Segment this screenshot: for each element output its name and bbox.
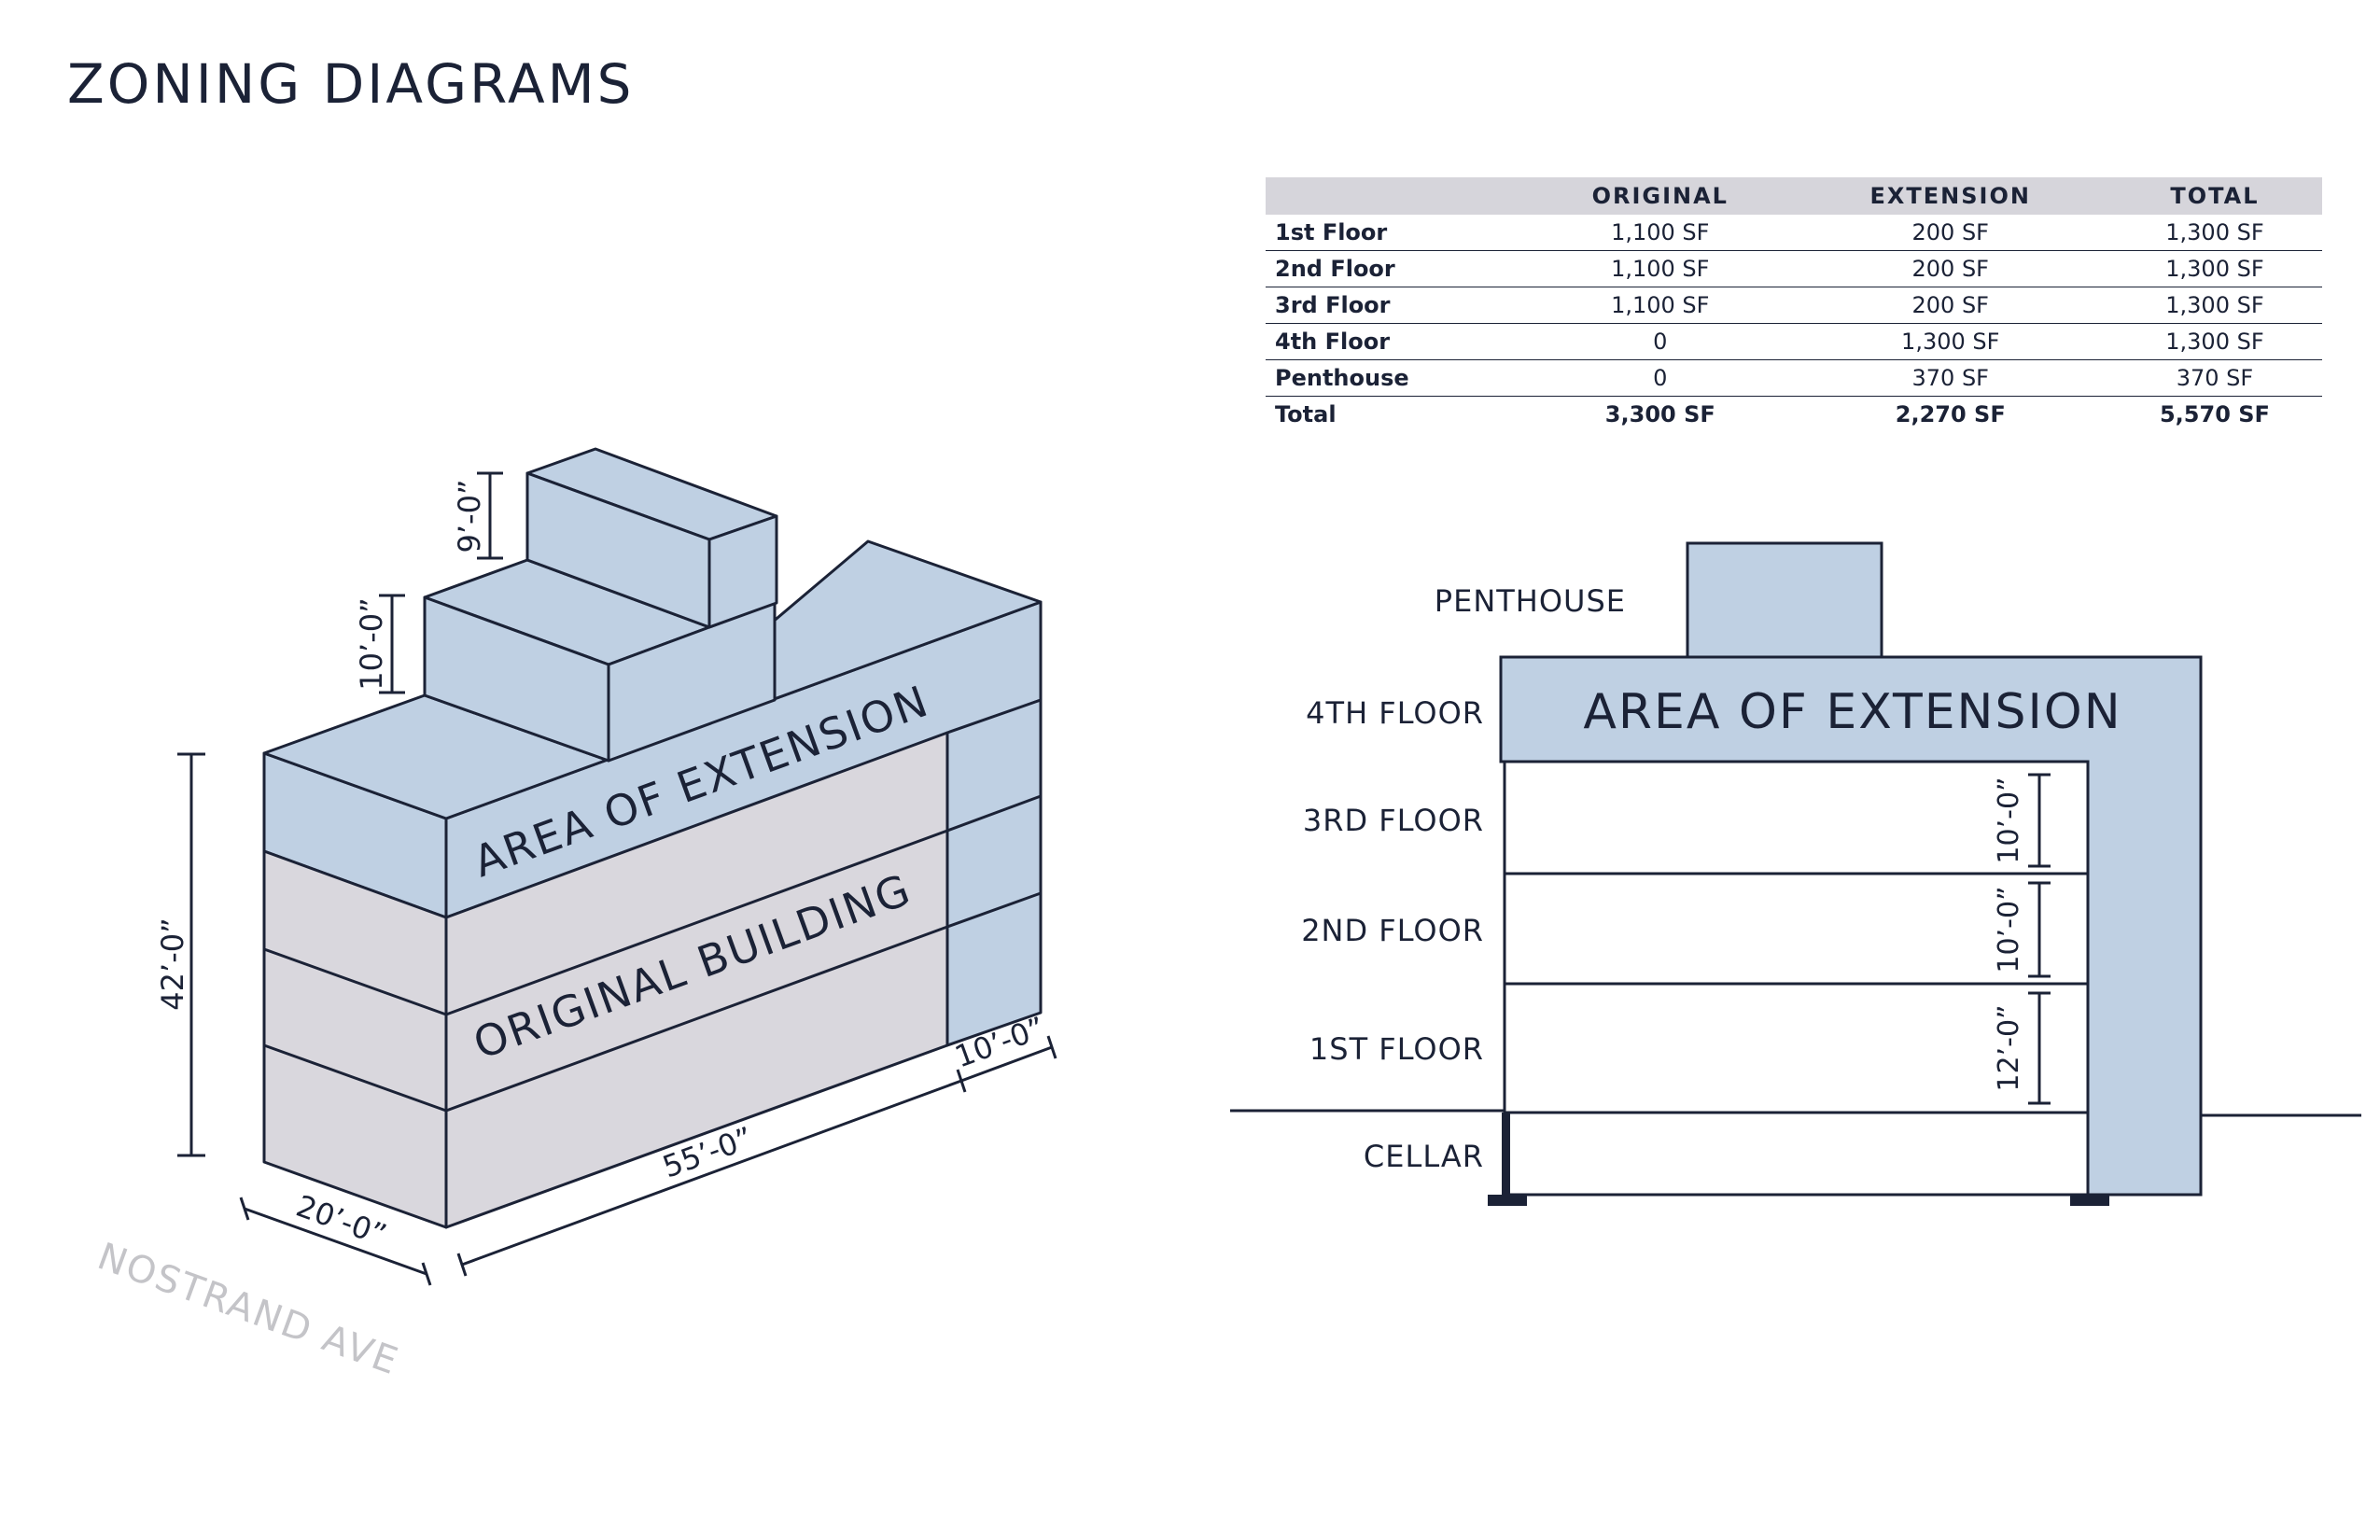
table-cell: 0 [1527,323,1794,360]
iso-fourth-floor-right [607,601,777,763]
section-extension [1499,655,2203,1197]
section-extension-label: AREA OF EXTENSION [1583,684,2121,740]
table-cell: 1,300 SF [2107,323,2322,360]
iso-dim-fourth: 10’-0” [354,597,389,690]
table-header-cell: TOTAL [2107,177,2322,215]
table-cell: 1,300 SF [2107,287,2322,324]
table-row: Penthouse 0 370 SF 370 SF [1266,359,2322,397]
iso-rear-extension-strip [945,698,1043,1047]
table-header-cell [1266,177,1527,215]
table-header-row: ORIGINAL EXTENSION TOTAL [1266,177,2322,215]
section-first-floor [1503,982,2090,1114]
table-cell: 200 SF [1793,215,2107,251]
floor-label-penthouse: PENTHOUSE [1435,583,1626,619]
table-cell: 1,300 SF [2107,250,2322,287]
table-cell: 1,100 SF [1527,250,1794,287]
table-cell: Total [1275,401,1337,427]
table-cell: 1,100 SF [1527,215,1794,251]
table-cell: 200 SF [1793,250,2107,287]
table-row: 3rd Floor 1,100 SF 200 SF 1,300 SF [1266,287,2322,324]
table-header-cell: ORIGINAL [1527,177,1794,215]
street-label: NOSTRAND AVE [92,1235,405,1383]
section-footing-left [1488,1195,1527,1206]
iso-dim-penthouse: 9’-0” [452,479,487,553]
floor-label-fourth: 4TH FLOOR [1306,695,1484,731]
isometric-diagram: AREA OF EXTENSION ORIGINAL BUILDING 42’-… [92,447,1057,1384]
table-cell: 2,270 SF [1895,401,2006,427]
area-table: ORIGINAL EXTENSION TOTAL 1st Floor 1,100… [1266,177,2322,432]
table-cell: 5,570 SF [2159,401,2270,427]
section-third-floor [1503,760,2090,875]
table-row: 4th Floor 0 1,300 SF 1,300 SF [1266,323,2322,360]
table-total-row: Total 3,300 SF 2,270 SF 5,570 SF [1266,397,2322,433]
table-cell: 1,300 SF [1793,323,2107,360]
table-cell: 4th Floor [1266,323,1527,360]
table-cell: 3,300 SF [1604,401,1715,427]
iso-dim-height: 42’-0” [155,917,190,1010]
table-row: 2nd Floor 1,100 SF 200 SF 1,300 SF [1266,250,2322,287]
table-cell: 1st Floor [1266,215,1527,251]
table-cell: 370 SF [2107,359,2322,397]
table-row: 1st Floor 1,100 SF 200 SF 1,300 SF [1266,215,2322,251]
table-cell: 1,100 SF [1527,287,1794,324]
table-cell: 370 SF [1793,359,2107,397]
section-dim-first: 12’-0” [1993,1004,2025,1091]
page-title: ZONING DIAGRAMS [67,52,635,116]
floor-label-third: 3RD FLOOR [1303,803,1484,838]
section-cellar [1503,1111,2090,1197]
table-cell: 0 [1527,359,1794,397]
iso-left-face-original [262,849,448,1229]
section-second-floor [1503,872,2090,986]
section-foundation-left [1502,1113,1510,1198]
section-footing-right [2070,1195,2109,1206]
iso-penthouse-right [707,514,778,629]
table-cell: 200 SF [1793,287,2107,324]
floor-label-cellar: CELLAR [1364,1139,1484,1174]
table-header-cell: EXTENSION [1793,177,2107,215]
table-cell: 1,300 SF [2107,215,2322,251]
section-dim-third: 10’-0” [1993,777,2025,863]
section-dim-second: 10’-0” [1993,886,2025,973]
table-cell: Penthouse [1266,359,1527,397]
section-penthouse [1686,541,1883,659]
floor-label-first: 1ST FLOOR [1309,1031,1484,1067]
table-cell: 2nd Floor [1266,250,1527,287]
floor-label-second: 2ND FLOOR [1301,913,1484,948]
table-cell: 3rd Floor [1266,287,1527,324]
